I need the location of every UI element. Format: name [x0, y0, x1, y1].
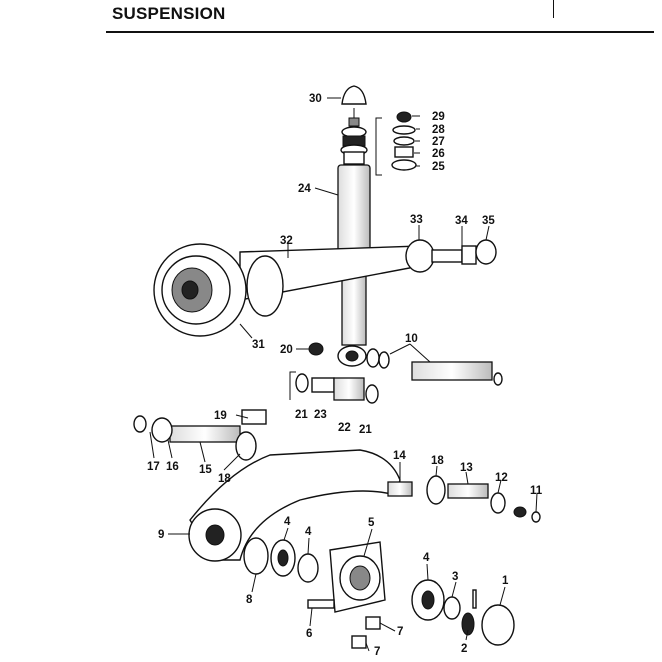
top-mount-parts: [375, 111, 417, 176]
callout-27: 27: [432, 136, 445, 148]
callout-4: 4: [284, 516, 291, 528]
shock-absorber-assembly: [337, 85, 371, 367]
callout-6: 6: [306, 628, 312, 640]
callout-13: 13: [460, 462, 473, 474]
callout-17: 17: [147, 461, 160, 473]
callout-19: 19: [214, 410, 227, 422]
callout-18: 18: [431, 455, 444, 467]
callout-28: 28: [432, 124, 445, 136]
callout-21: 21: [359, 424, 372, 436]
callout-7: 7: [374, 646, 380, 658]
callout-30: 30: [309, 93, 322, 105]
callout-29: 29: [432, 111, 445, 123]
callout-10: 10: [405, 333, 418, 345]
callout-18: 18: [218, 473, 231, 485]
title-rule: [106, 31, 654, 33]
callout-26: 26: [432, 148, 445, 160]
trailing-arm-assembly: [133, 409, 541, 562]
stem-nut: [348, 117, 360, 127]
pivot-bolt: [411, 361, 493, 381]
page-edge-rule: [553, 0, 554, 18]
callout-14: 14: [393, 450, 406, 462]
callout-labels: 1 2 3 4 4 4 5 6 7 7 8 9 10 11 12 13 14 1…: [147, 93, 543, 658]
damper-lower-tube: [341, 264, 367, 346]
hub-flange: [246, 255, 284, 317]
hub-bearing-assembly: [243, 537, 515, 649]
callout-34: 34: [455, 215, 468, 227]
callout-35: 35: [482, 215, 495, 227]
callout-11: 11: [530, 485, 543, 497]
callout-23: 23: [314, 409, 327, 421]
callout-16: 16: [166, 461, 179, 473]
callout-20: 20: [280, 344, 293, 356]
callout-9: 9: [158, 529, 164, 541]
callout-32: 32: [280, 235, 293, 247]
callout-2: 2: [461, 643, 467, 655]
callout-8: 8: [246, 594, 253, 606]
leader-lines: [149, 97, 538, 652]
callout-12: 12: [495, 472, 508, 484]
callout-1: 1: [502, 575, 509, 587]
callout-4: 4: [423, 552, 430, 564]
callout-5: 5: [368, 517, 375, 529]
callout-22: 22: [338, 422, 351, 434]
callout-3: 3: [452, 571, 458, 583]
page-title: SUSPENSION: [112, 4, 226, 23]
callout-7: 7: [397, 626, 403, 638]
callout-15: 15: [199, 464, 212, 476]
callout-4: 4: [305, 526, 312, 538]
damper-bolt-parts: [289, 342, 503, 404]
axle-tube-assembly: [153, 239, 497, 337]
hub-cap: [481, 604, 515, 646]
callout-33: 33: [410, 214, 423, 226]
callout-21: 21: [295, 409, 308, 421]
arm-spindle: [169, 425, 241, 443]
callout-25: 25: [432, 161, 445, 173]
callout-31: 31: [252, 339, 265, 351]
callout-24: 24: [298, 183, 311, 195]
dust-cap: [341, 85, 367, 105]
